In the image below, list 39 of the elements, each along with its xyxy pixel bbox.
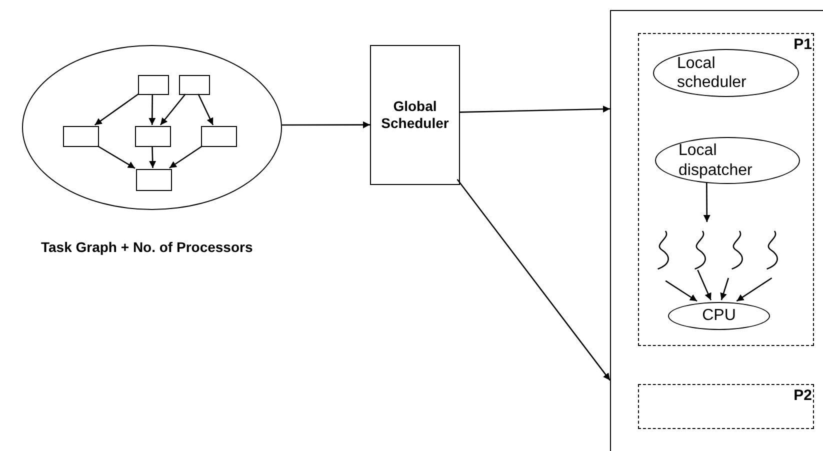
arrow — [160, 94, 186, 126]
arrow — [703, 182, 710, 222]
arrow — [97, 145, 136, 169]
scheduler-box — [370, 45, 460, 185]
arrow — [460, 106, 610, 113]
processor-box — [638, 384, 814, 429]
task-box — [610, 10, 823, 451]
arrow — [148, 94, 156, 125]
arrow — [665, 280, 698, 302]
arrow — [198, 94, 214, 126]
thread-wave — [764, 230, 778, 270]
thread-wave — [692, 230, 706, 270]
ellipse — [653, 49, 799, 97]
task-box — [179, 75, 210, 95]
ellipse-label: Local dispatcher — [678, 141, 754, 180]
arrow — [720, 278, 730, 300]
processor-label: P1 — [794, 36, 812, 53]
arrow — [94, 93, 139, 126]
arrow — [282, 121, 370, 128]
arrow — [736, 277, 772, 302]
ellipse-label: CPU — [702, 306, 736, 326]
arrow — [149, 146, 156, 168]
thread-wave — [655, 230, 669, 270]
thread-wave — [729, 230, 743, 270]
graph-caption: Task Graph + No. of Processors — [41, 239, 253, 255]
ellipse-label: Local scheduler — [677, 54, 748, 92]
task-box — [138, 75, 169, 95]
arrow — [169, 145, 203, 169]
processor-box — [638, 33, 814, 346]
task-box — [136, 169, 172, 191]
processor-label: P2 — [794, 387, 812, 404]
task-box — [63, 126, 99, 147]
scheduler-label: Global Scheduler — [380, 98, 450, 132]
task-box — [135, 126, 171, 147]
arrow — [697, 270, 712, 300]
task-box — [201, 126, 237, 147]
ellipse — [655, 137, 800, 184]
ellipse — [668, 302, 770, 330]
arrow — [456, 179, 611, 381]
